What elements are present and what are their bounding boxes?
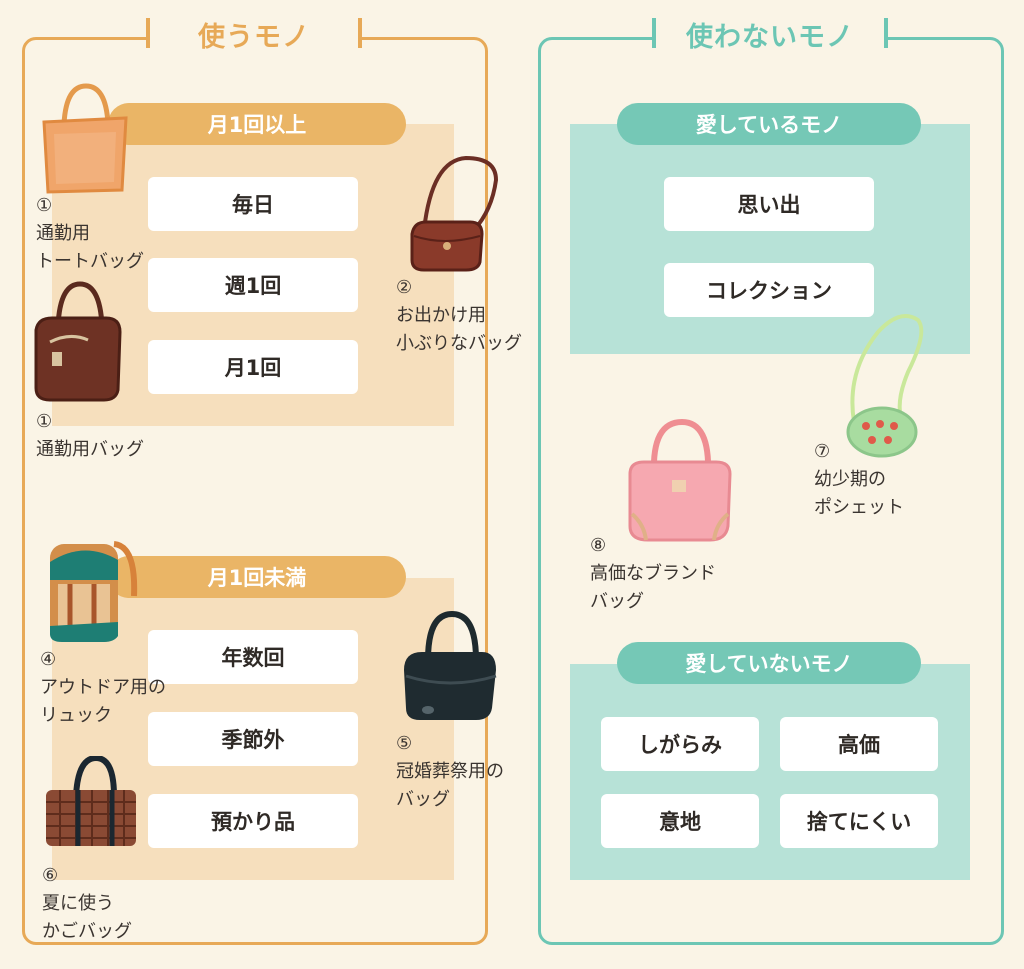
- bag-label-line: 通勤用: [36, 223, 90, 244]
- bag-number: ④: [40, 649, 57, 670]
- bag-label: ⑥ 夏に使う かごバッグ: [42, 862, 132, 946]
- backpack-icon: [50, 541, 138, 642]
- bag-label-line: 高価なブランド: [590, 563, 716, 584]
- bag-number: ①: [36, 195, 53, 216]
- category-chip: 思い出: [664, 177, 874, 231]
- bag-label: ⑦ 幼少期の ポシェット: [814, 438, 904, 522]
- bag-number: ⑧: [590, 535, 607, 556]
- category-chip: 毎日: [148, 177, 358, 231]
- loved-items-header: 愛しているモノ: [617, 103, 921, 145]
- title-bar-right: [358, 18, 362, 48]
- less-than-monthly-header: 月1回未満: [108, 556, 406, 598]
- used-items-title: 使うモノ: [146, 12, 362, 56]
- bag-label: ④ アウトドア用の リュック: [40, 646, 166, 730]
- category-chip: しがらみ: [601, 717, 759, 771]
- category-chip: 高価: [780, 717, 938, 771]
- bag-label-line: 小ぶりなバッグ: [396, 333, 522, 354]
- bag-number: ⑦: [814, 441, 831, 462]
- bag-label-line: 夏に使う: [42, 893, 114, 914]
- title-bar-left: [146, 18, 150, 48]
- unused-items-title: 使わないモノ: [652, 12, 888, 56]
- bag-label-line: トートバッグ: [36, 251, 144, 272]
- bag-label: ⑧ 高価なブランド バッグ: [590, 532, 716, 616]
- category-chip: 意地: [601, 794, 759, 848]
- unloved-items-header: 愛していないモノ: [617, 642, 921, 684]
- category-chip: 月1回: [148, 340, 358, 394]
- title-bar-right: [884, 18, 888, 48]
- crossbody-bag-icon: [410, 155, 499, 272]
- basket-bag-icon: [46, 756, 136, 846]
- bag-label-line: バッグ: [590, 591, 644, 612]
- bag-label: ② お出かけ用 小ぶりなバッグ: [396, 274, 522, 358]
- category-chip: 年数回: [148, 630, 358, 684]
- bag-number: ⑥: [42, 865, 59, 886]
- bag-number: ②: [396, 277, 413, 298]
- bag-label-line: お出かけ用: [396, 305, 486, 326]
- bag-label: ⑤ 冠婚葬祭用の バッグ: [396, 730, 504, 814]
- bag-label-line: 幼少期の: [814, 469, 886, 490]
- leather-handbag-icon: [34, 281, 122, 402]
- bag-label: ① 通勤用 トートバッグ: [36, 192, 144, 276]
- bag-label-line: アウトドア用の: [40, 677, 166, 698]
- bag-label-line: バッグ: [396, 789, 450, 810]
- bag-label-line: かごバッグ: [42, 921, 132, 942]
- monthly-or-more-header: 月1回以上: [108, 103, 406, 145]
- title-bar-left: [652, 18, 656, 48]
- category-chip: コレクション: [664, 263, 874, 317]
- unused-items-title-text: 使わないモノ: [686, 21, 854, 53]
- pink-brand-bag-icon: [628, 418, 732, 542]
- bag-number: ①: [36, 411, 53, 432]
- bag-label-line: ポシェット: [814, 497, 904, 518]
- used-items-title-text: 使うモノ: [198, 21, 310, 53]
- bag-label-line: 通勤用バッグ: [36, 439, 144, 460]
- category-chip: 捨てにくい: [780, 794, 938, 848]
- bag-number: ⑤: [396, 733, 413, 754]
- category-chip: 預かり品: [148, 794, 358, 848]
- pochette-icon: [846, 314, 924, 458]
- bag-label-line: リュック: [40, 705, 112, 726]
- bag-label: ① 通勤用バッグ: [36, 408, 144, 464]
- tote-bag-icon: [42, 83, 128, 194]
- category-chip: 週1回: [148, 258, 358, 312]
- category-chip: 季節外: [148, 712, 358, 766]
- bag-label-line: 冠婚葬祭用の: [396, 761, 504, 782]
- black-formal-bag-icon: [404, 610, 497, 720]
